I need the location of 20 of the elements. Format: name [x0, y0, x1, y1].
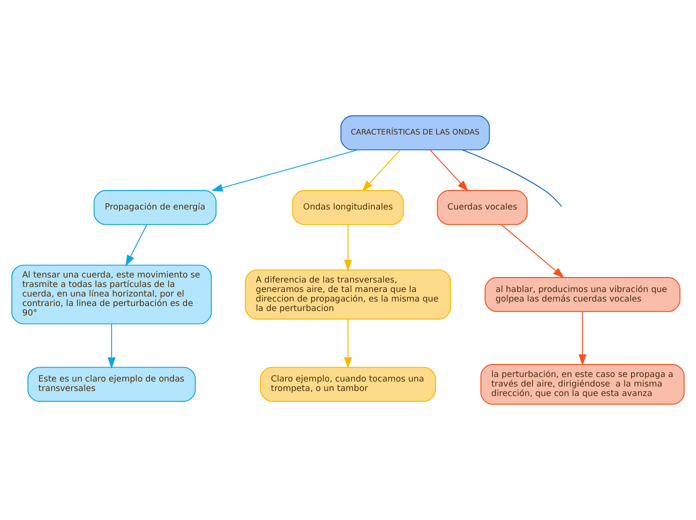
- node-box: A diferencia de las transversales, generamos aire, de tal manera que la direccion de propagación, es la misma que la de perturbacion: [244, 269, 452, 320]
- arrow: [211, 149, 358, 192]
- arrow: [344, 319, 352, 369]
- arrow: [344, 224, 352, 272]
- arrow: [578, 311, 586, 366]
- arrow: [362, 149, 401, 192]
- arrow: [501, 224, 564, 278]
- node-box: al hablar, producimos una vibración que golpea las demás cuerdas vocales: [484, 277, 680, 312]
- arrow: [125, 224, 148, 266]
- node-box: Ondas longitudinales: [292, 190, 404, 225]
- node-box: Claro ejemplo, cuando tocamos una trompeta, o un tambor: [260, 366, 436, 402]
- node-box: la perturbación, en este caso se propaga a través del aire, dirigiéndose a la misma dirección, que con la que esta avanza: [480, 364, 685, 405]
- node-box: Al tensar una cuerda, este movimiento se trasmite a todas las partículas de la cuerda, en una línea horizontal, por el contrario, la linea de perturbación es de 90°: [11, 264, 212, 324]
- node-box: Propagación de energía: [94, 190, 217, 225]
- connector: [462, 149, 562, 207]
- arrow: [108, 324, 116, 369]
- arrow: [430, 149, 468, 192]
- node-box: Este es un claro ejemplo de ondas transversales: [27, 366, 196, 402]
- node-box: CARACTERÍSTICAS DE LAS ONDAS: [340, 115, 490, 150]
- node-box: Cuerdas vocales: [436, 190, 528, 225]
